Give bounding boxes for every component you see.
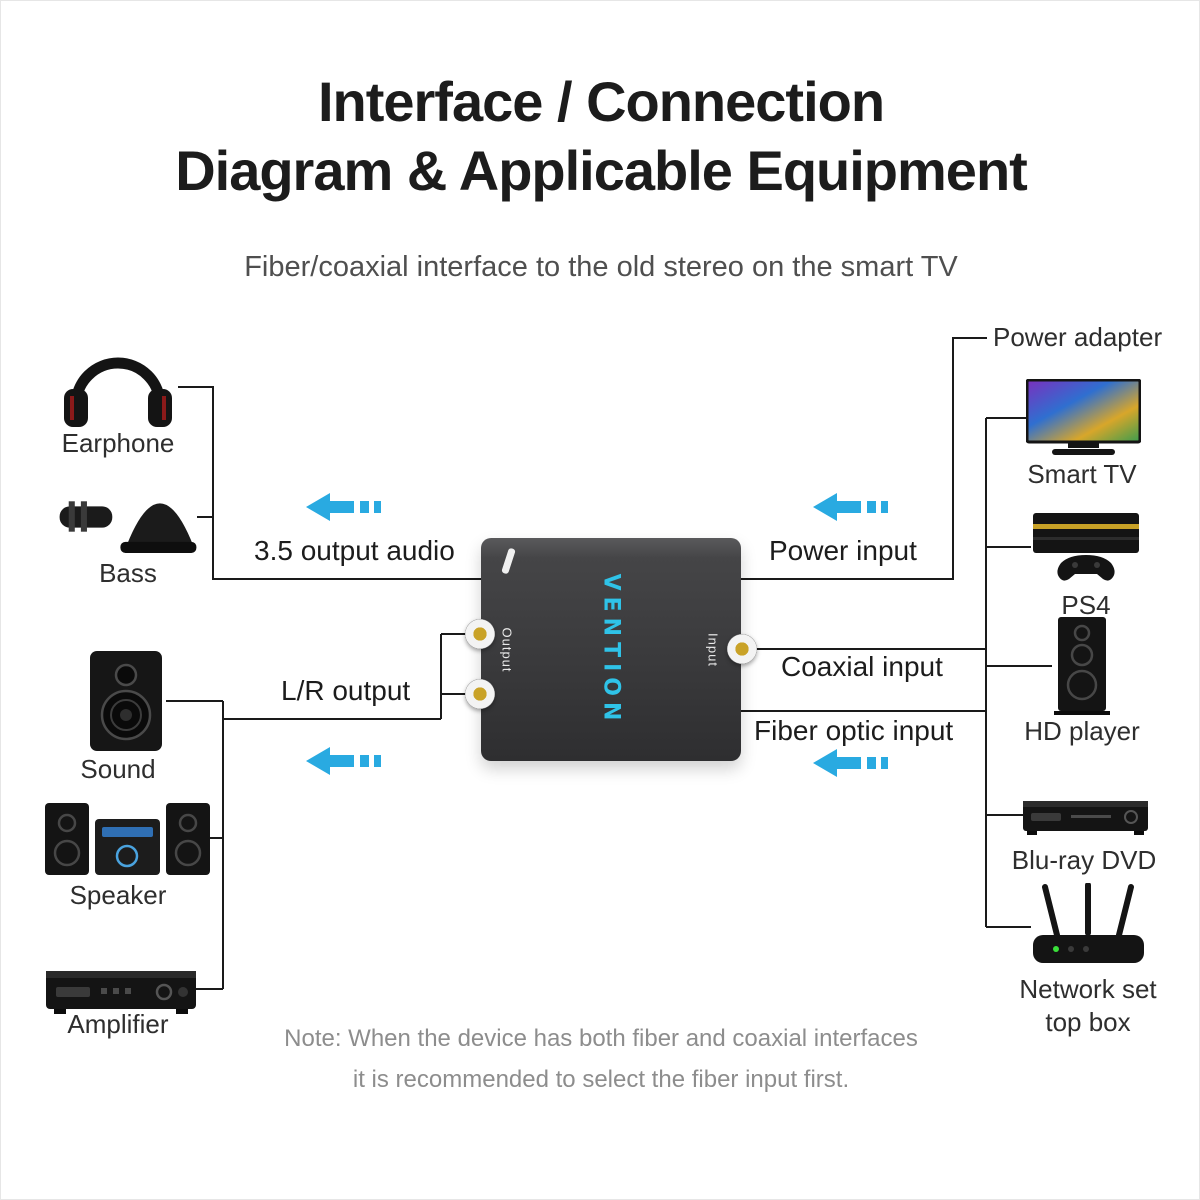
rca-jack-left-2 bbox=[465, 679, 495, 709]
device-input-label: Input bbox=[705, 632, 721, 667]
page-title-line2: Diagram & Applicable Equipment bbox=[175, 139, 1028, 203]
page-title-line1: Interface / Connection bbox=[317, 70, 885, 133]
stereo-system-icon bbox=[45, 803, 210, 875]
label-power-adapter: Power adapter bbox=[993, 322, 1163, 352]
page-subtitle: Fiber/coaxial interface to the old stere… bbox=[244, 251, 958, 283]
rca-jack-left-1 bbox=[465, 619, 495, 649]
tower-speaker-icon bbox=[1054, 617, 1110, 715]
label-amplifier: Amplifier bbox=[67, 1009, 169, 1039]
label-ps4: PS4 bbox=[1061, 590, 1111, 620]
subwoofer-icon bbox=[59, 501, 197, 553]
game-console-icon bbox=[1033, 513, 1139, 581]
label-sound: Sound bbox=[80, 754, 156, 784]
arrow-left-top-icon bbox=[306, 493, 381, 521]
tv-icon bbox=[1026, 379, 1141, 455]
note-line2: it is recommended to select the fiber in… bbox=[352, 1066, 850, 1093]
page-title: Interface / Connection Diagram & Applica… bbox=[1, 67, 1199, 206]
device-output-label: Output bbox=[499, 626, 515, 673]
brand-logo: VENTION bbox=[598, 573, 624, 726]
disc-player-icon bbox=[1023, 801, 1148, 835]
note-line1: Note: When the device has both fiber and… bbox=[284, 1025, 918, 1052]
headphones-icon bbox=[64, 357, 172, 427]
converter-device: VENTION Output Input bbox=[481, 538, 741, 761]
label-bass: Bass bbox=[99, 558, 157, 588]
rca-jack-right bbox=[727, 634, 757, 664]
label-power-input: Power input bbox=[769, 535, 917, 566]
label-35-output-audio: 3.5 output audio bbox=[254, 535, 455, 566]
speaker-icon bbox=[90, 651, 162, 751]
optical-port bbox=[501, 547, 516, 575]
arrow-right-bottom-icon bbox=[813, 749, 888, 777]
arrow-left-bottom-icon bbox=[306, 747, 381, 775]
label-smart-tv: Smart TV bbox=[1027, 459, 1137, 489]
router-icon bbox=[1033, 883, 1144, 963]
label-fiber-optic-input: Fiber optic input bbox=[754, 715, 954, 746]
label-earphone: Earphone bbox=[61, 428, 175, 458]
label-coaxial-input: Coaxial input bbox=[781, 651, 943, 682]
arrow-right-top-icon bbox=[813, 493, 888, 521]
label-bluray-dvd: Blu-ray DVD bbox=[1011, 845, 1157, 875]
label-speaker: Speaker bbox=[69, 880, 167, 910]
label-lr-output: L/R output bbox=[281, 675, 411, 706]
label-network-set-top-box: Network set top box bbox=[1019, 974, 1157, 1037]
label-hd-player: HD player bbox=[1024, 716, 1140, 746]
amplifier-icon bbox=[46, 971, 196, 1014]
